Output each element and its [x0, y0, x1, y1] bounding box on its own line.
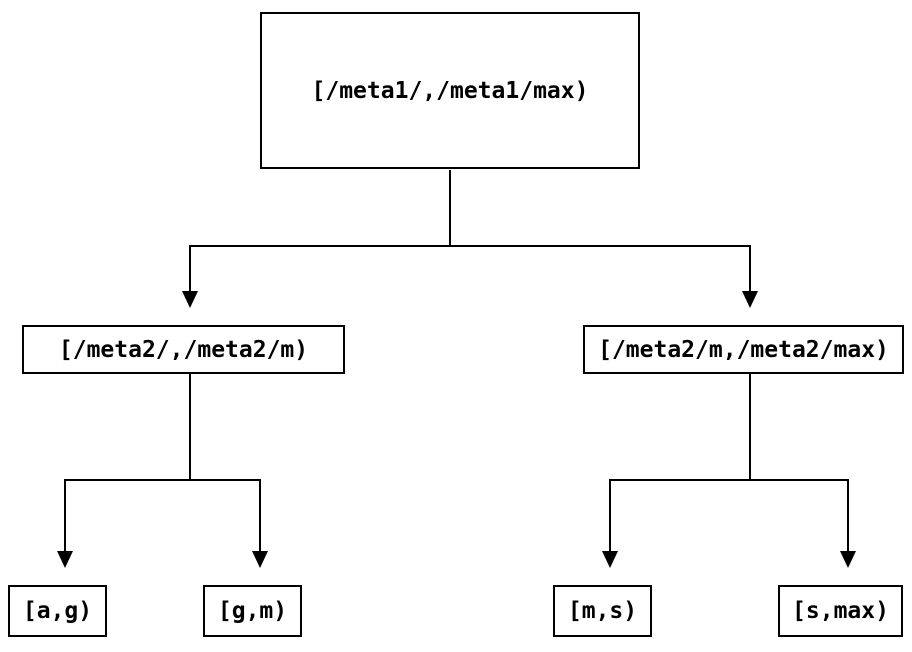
- node-right-mid: [/meta2/m,/meta2/max): [583, 325, 904, 374]
- arrow-down-icon: [182, 291, 198, 308]
- node-root-label: [/meta1/,/meta1/max): [311, 77, 589, 104]
- node-root: [/meta1/,/meta1/max): [260, 12, 640, 169]
- node-leaf-3: [m,s): [553, 585, 652, 637]
- arrow-down-icon: [57, 551, 73, 568]
- node-leaf-2-label: [g,m): [217, 598, 288, 624]
- node-leaf-4-label: [s,max): [792, 598, 889, 624]
- node-left-mid-label: [/meta2/,/meta2/m): [58, 336, 309, 363]
- node-left-mid: [/meta2/,/meta2/m): [22, 325, 345, 374]
- node-leaf-4: [s,max): [778, 585, 903, 637]
- node-leaf-2: [g,m): [203, 585, 302, 637]
- node-leaf-1: [a,g): [8, 585, 107, 637]
- node-leaf-3-label: [m,s): [567, 598, 638, 624]
- node-right-mid-label: [/meta2/m,/meta2/max): [598, 336, 889, 363]
- arrow-down-icon: [252, 551, 268, 568]
- arrow-down-icon: [602, 551, 618, 568]
- node-leaf-1-label: [a,g): [22, 598, 93, 624]
- arrow-down-icon: [742, 291, 758, 308]
- arrow-down-icon: [840, 551, 856, 568]
